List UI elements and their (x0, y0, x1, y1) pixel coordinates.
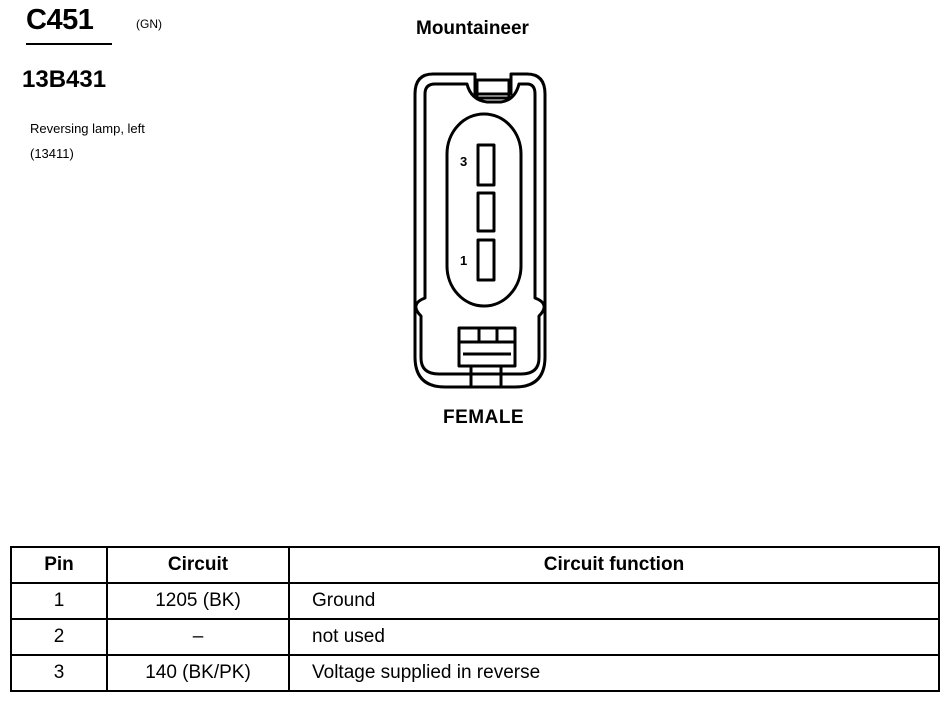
connector-face-drawing: 3 1 (413, 72, 547, 389)
function-cell: not used (288, 618, 940, 656)
function-cell: Voltage supplied in reverse (288, 654, 940, 692)
table-header-row: Pin Circuit Circuit function (10, 546, 940, 584)
pin-label-3: 3 (460, 154, 467, 169)
component-description: Reversing lamp, left (30, 121, 145, 136)
pin-cell: 2 (10, 618, 108, 656)
connector-id: C451 (26, 4, 94, 36)
inner-housing (414, 82, 546, 376)
pin-label-1: 1 (460, 253, 467, 268)
color-code: (GN) (136, 17, 162, 31)
pin-cavity-oval (445, 112, 523, 308)
table-row: 2 – not used (10, 618, 940, 656)
connector-id-underline (26, 43, 112, 45)
part-number: 13B431 (22, 66, 107, 93)
pin-terminal-3 (476, 143, 496, 187)
circuit-cell: 1205 (BK) (106, 582, 290, 620)
column-header-pin: Pin (10, 546, 108, 584)
column-header-circuit: Circuit (106, 546, 290, 584)
table-row: 3 140 (BK/PK) Voltage supplied in revers… (10, 654, 940, 692)
vehicle-title: Mountaineer (416, 18, 529, 39)
function-cell: Ground (288, 582, 940, 620)
component-reference: (13411) (30, 146, 74, 161)
pin-cell: 3 (10, 654, 108, 692)
pin-table: Pin Circuit Circuit function 1 1205 (BK)… (10, 546, 940, 692)
outer-housing (413, 72, 547, 389)
latch-tab (475, 78, 511, 100)
connector-gender-label: FEMALE (443, 407, 525, 428)
circuit-cell: – (106, 618, 290, 656)
pin-terminal-1 (476, 238, 496, 282)
circuit-cell: 140 (BK/PK) (106, 654, 290, 692)
column-header-function: Circuit function (288, 546, 940, 584)
table-row: 1 1205 (BK) Ground (10, 582, 940, 620)
pin-terminal-2 (476, 191, 496, 233)
pin-cell: 1 (10, 582, 108, 620)
lock-block (457, 326, 517, 368)
